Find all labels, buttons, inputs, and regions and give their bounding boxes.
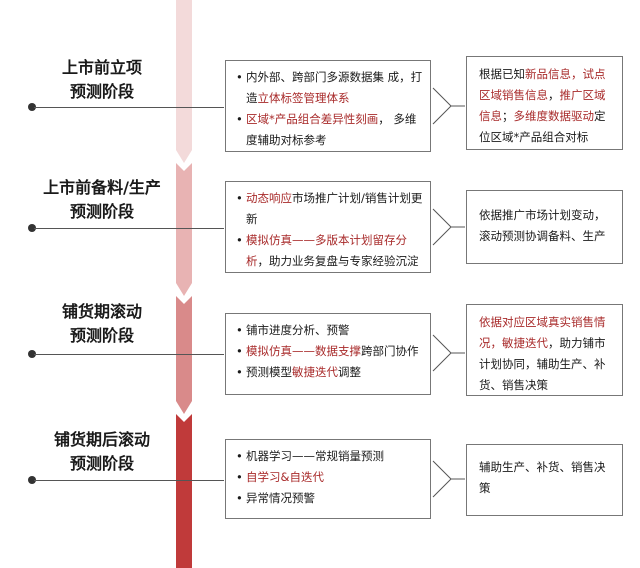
- connector-chevron-2: [432, 208, 465, 246]
- chevron-shape: [432, 208, 452, 246]
- segment-highlight: 动态响应: [246, 191, 292, 205]
- segment-highlight: 模拟仿真——多版本计划留存分析: [246, 233, 407, 268]
- stage-arrow-4: [176, 414, 192, 568]
- stage-4-method-item-2: 自学习&自迭代: [236, 467, 424, 488]
- segment: 铺市进度分析、预警: [246, 323, 350, 337]
- stage-1-method-box: 内外部、跨部门多源数据集 成，打造立体标签管理体系 区域*产品组合差异性刻画， …: [225, 60, 431, 152]
- stage-title-3-line-1: 铺货期滚动: [61, 302, 142, 321]
- stage-1-method-item-1: 内外部、跨部门多源数据集 成，打造立体标签管理体系: [236, 67, 424, 109]
- segment-highlight: 多维度数据驱动: [513, 109, 595, 123]
- stage-title-3-line-2: 预测阶段: [69, 326, 134, 345]
- connector-chevron-4: [432, 460, 465, 498]
- stage-arrow-1: [176, 0, 192, 163]
- connector-chevron-3: [432, 334, 465, 372]
- arrow-shape-3: [176, 296, 192, 414]
- stage-line-4: [34, 480, 224, 481]
- stage-line-3: [34, 354, 224, 355]
- segment-highlight: 推广区域信息: [479, 88, 606, 123]
- stage-3-method-item-2: 模拟仿真——数据支撑跨部门协作: [236, 341, 424, 362]
- stage-title-4-line-1: 铺货期后滚动: [53, 430, 150, 449]
- stage-dot-2: [28, 224, 36, 232]
- segment: 根据已知: [479, 67, 525, 81]
- arrow-shape-4: [176, 414, 192, 568]
- segment-highlight: 依据对应区域真实销售情况，敏捷迭代: [479, 315, 606, 350]
- stage-2-method-item-2: 模拟仿真——多版本计划留存分析，助力业务复盘与专家经验沉淀: [236, 230, 424, 272]
- stage-3-method-item-1: 铺市进度分析、预警: [236, 320, 424, 341]
- segment-highlight: 立体标签管理体系: [257, 91, 350, 105]
- stage-2-outcome-box: 依据推广市场计划变动，滚动预测协调备料、生产: [466, 190, 623, 264]
- stage-title-2: 上市前备料/生产 预测阶段: [8, 176, 196, 224]
- segment: 异常情况预警: [246, 491, 315, 505]
- segment: 预测模型: [246, 365, 292, 379]
- segment: 跨部门协作: [361, 344, 419, 358]
- stage-title-1-line-1: 上市前立项: [61, 58, 142, 77]
- segment: 定位区域*产品组合对标: [479, 109, 606, 144]
- connector-chevron-1: [432, 87, 465, 125]
- segment: ， 多维度辅助对标参考: [246, 112, 417, 147]
- stage-line-2: [34, 228, 224, 229]
- stage-4-method-item-1: 机器学习——常规销量预测: [236, 446, 424, 467]
- segment: 机器学习——常规销量预测: [246, 449, 384, 463]
- stage-dot-3: [28, 350, 36, 358]
- stage-1-method-item-2: 区域*产品组合差异性刻画， 多维度辅助对标参考: [236, 109, 424, 151]
- segment-highlight: 敏捷迭代: [292, 365, 338, 379]
- stage-title-3: 铺货期滚动 预测阶段: [8, 300, 196, 348]
- chevron-shape: [432, 334, 452, 372]
- stage-3-outcome-box: 依据对应区域真实销售情况，敏捷迭代，助力铺市计划协同，辅助生产、补货、销售决策: [466, 304, 623, 396]
- stage-2-method-box: 动态响应市场推广计划/销售计划更新 模拟仿真——多版本计划留存分析，助力业务复盘…: [225, 181, 431, 273]
- segment: 内外部、跨部门多源数据集 成，打造: [246, 70, 423, 105]
- segment: 依据推广市场计划变动，滚动预测协调备料、生产: [479, 208, 606, 243]
- stage-title-4-line-2: 预测阶段: [69, 454, 134, 473]
- segment-highlight: 自学习&自迭代: [246, 470, 324, 484]
- stage-dot-4: [28, 476, 36, 484]
- segment-highlight: 模拟仿真——数据支撑: [246, 344, 361, 358]
- segment: 辅助生产、补货、销售决策: [479, 460, 606, 495]
- segment-highlight: 区域*产品组合差异性刻画: [246, 112, 379, 126]
- stage-title-1: 上市前立项 预测阶段: [8, 56, 196, 104]
- segment: ，助力业务复盘与专家经验沉淀: [257, 254, 419, 268]
- stage-dot-1: [28, 103, 36, 111]
- stage-4-method-box: 机器学习——常规销量预测 自学习&自迭代 异常情况预警: [225, 439, 431, 519]
- stage-title-4: 铺货期后滚动 预测阶段: [8, 428, 196, 476]
- stage-3-method-item-3: 预测模型敏捷迭代调整: [236, 362, 424, 383]
- stage-title-2-line-2: 预测阶段: [69, 202, 134, 221]
- arrow-shape-1: [176, 0, 192, 163]
- segment: ，助力铺市计划协同，辅助生产、补货、销售决策: [479, 336, 606, 392]
- chevron-shape: [432, 460, 452, 498]
- segment: ；: [502, 109, 514, 123]
- stage-arrow-3: [176, 296, 192, 414]
- segment-highlight: 新品信息，试点区域销售信息: [479, 67, 606, 102]
- stage-4-method-item-3: 异常情况预警: [236, 488, 424, 509]
- arrow-shape-2: [176, 163, 192, 296]
- stage-2-method-item-1: 动态响应市场推广计划/销售计划更新: [236, 188, 424, 230]
- chevron-shape: [432, 87, 452, 125]
- stage-title-2-line-1: 上市前备料/生产: [43, 178, 161, 197]
- stage-4-outcome-box: 辅助生产、补货、销售决策: [466, 444, 623, 516]
- segment: 调整: [338, 365, 361, 379]
- stage-1-outcome-box: 根据已知新品信息，试点区域销售信息，推广区域信息；多维度数据驱动定位区域*产品组…: [466, 56, 623, 150]
- stage-title-1-line-2: 预测阶段: [69, 82, 134, 101]
- stage-arrow-2: [176, 163, 192, 296]
- stage-3-method-box: 铺市进度分析、预警 模拟仿真——数据支撑跨部门协作 预测模型敏捷迭代调整: [225, 313, 431, 395]
- stage-line-1: [34, 107, 224, 108]
- segment: 市场推广计划/销售计划更新: [246, 191, 423, 226]
- segment: ，: [548, 88, 560, 102]
